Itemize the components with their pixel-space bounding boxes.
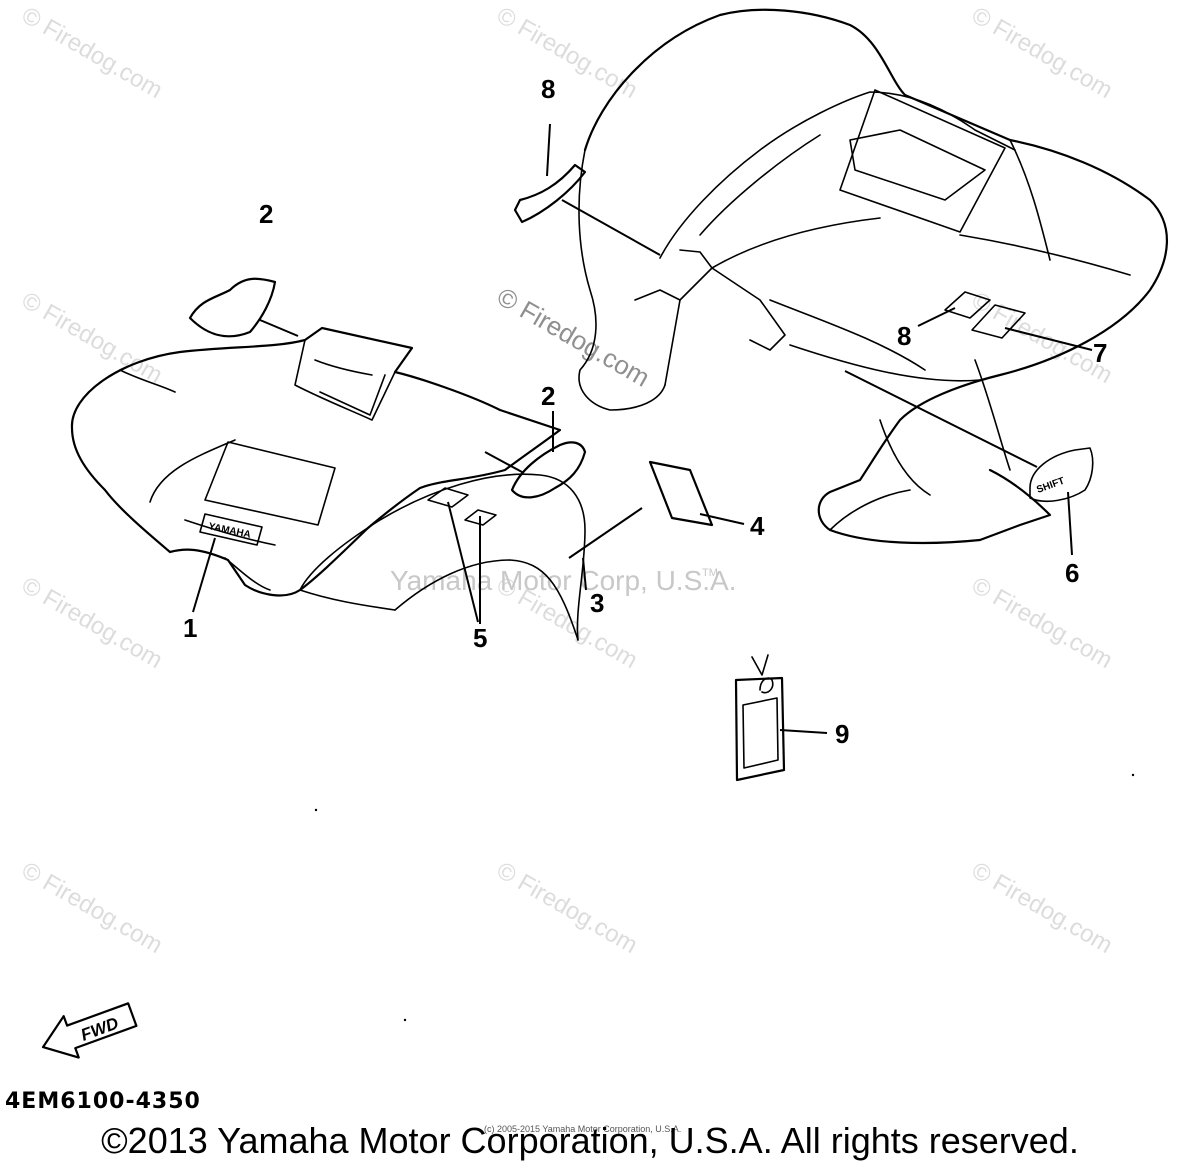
watermark-text: © Firedog.com — [967, 572, 1117, 674]
leader-lines — [192, 123, 1093, 734]
speck — [1131, 773, 1135, 777]
callout-2-top: 2 — [259, 199, 273, 229]
callout-3: 3 — [590, 588, 604, 618]
callout-5: 5 — [473, 623, 487, 653]
watermark-text: © Firedog.com — [17, 287, 167, 389]
callouts: 2 8 2 8 7 4 6 3 5 1 9 — [183, 74, 1107, 749]
callout-1: 1 — [183, 613, 197, 643]
watermark-text: © Firedog.com — [492, 857, 642, 959]
watermark-text: © Firedog.com — [967, 2, 1117, 104]
footer-copyright: ©2013 Yamaha Motor Corporation, U.S.A. A… — [101, 1120, 1079, 1161]
callout-8-right: 8 — [897, 321, 911, 351]
speck — [314, 808, 318, 812]
callout-8-top: 8 — [541, 74, 555, 104]
loose-decals — [188, 163, 786, 782]
speck — [403, 1018, 407, 1022]
watermark-text: © Firedog.com — [967, 857, 1117, 959]
fwd-arrow-icon: FWD — [41, 1002, 138, 1059]
callout-2-middle: 2 — [541, 381, 555, 411]
trademark-mark: TM — [702, 567, 718, 579]
small-copyright: (c) 2005-2015 Yamaha Motor Corporation, … — [484, 1124, 681, 1134]
callout-6: 6 — [1065, 558, 1079, 588]
callout-9: 9 — [835, 719, 849, 749]
shift-emblem-text: SHIFT — [1035, 476, 1066, 496]
callout-4: 4 — [750, 511, 765, 541]
watermark-text-dark: © Firedog.com — [492, 281, 655, 392]
rear-fender: SHIFT — [578, 8, 1169, 545]
callout-7: 7 — [1093, 338, 1107, 368]
part-reference-number: 4EM6100-4350 — [5, 1089, 201, 1114]
watermark-text: © Firedog.com — [17, 2, 167, 104]
watermark-center: Yamaha Motor Corp, U.S.A. — [390, 565, 737, 596]
watermark-text: © Firedog.com — [17, 572, 167, 674]
watermark-text: © Firedog.com — [17, 857, 167, 959]
